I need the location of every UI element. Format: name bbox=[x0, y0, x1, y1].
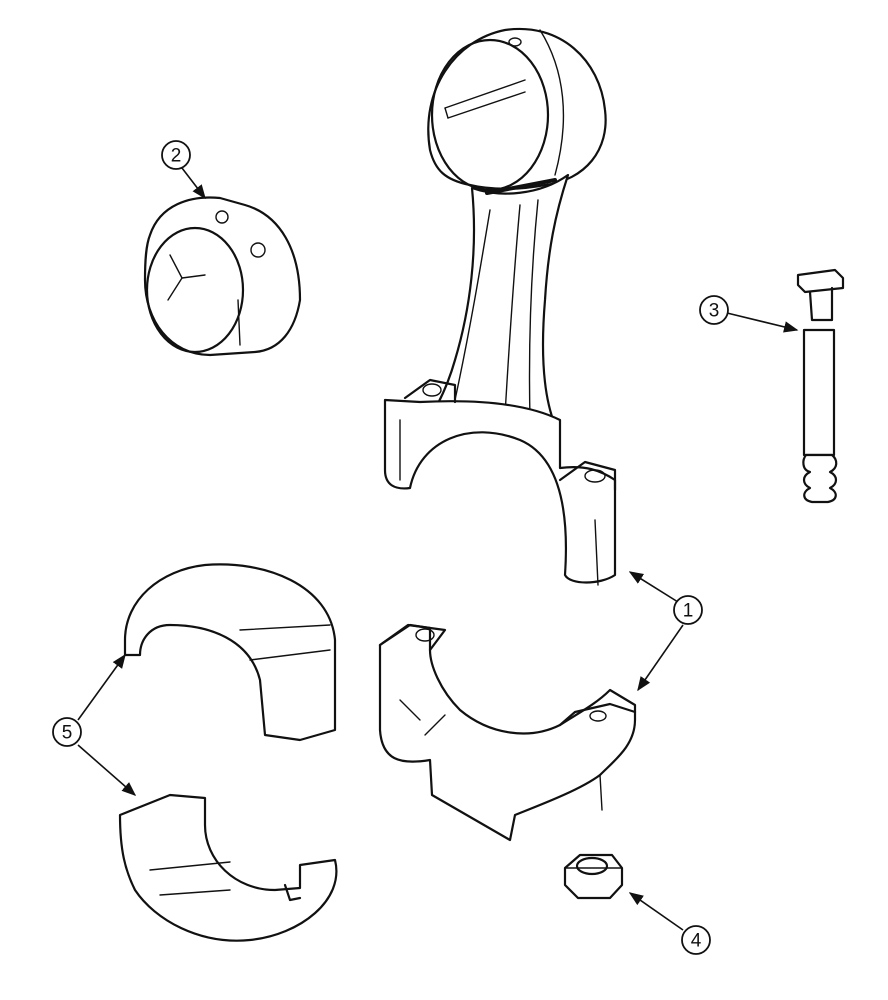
callout-5: 5 bbox=[52, 653, 137, 796]
callout-3: 3 bbox=[699, 295, 799, 333]
callout-4-label: 4 bbox=[691, 931, 702, 952]
connecting-rod-bolt bbox=[796, 268, 845, 504]
connecting-rod bbox=[383, 27, 617, 586]
callout-2-label: 2 bbox=[171, 146, 182, 167]
upper-bearing-shell bbox=[123, 563, 337, 742]
callout-1: 1 bbox=[628, 571, 703, 692]
small-end-bushing bbox=[143, 196, 302, 357]
hex-nut bbox=[563, 853, 624, 900]
callout-2: 2 bbox=[161, 140, 206, 200]
connecting-rod-cap bbox=[378, 623, 637, 842]
callout-4: 4 bbox=[628, 892, 711, 955]
callout-3-label: 3 bbox=[709, 301, 720, 322]
lower-bearing-shell bbox=[118, 793, 338, 942]
callout-1-label: 1 bbox=[683, 601, 694, 622]
callout-5-label: 5 bbox=[62, 723, 73, 744]
